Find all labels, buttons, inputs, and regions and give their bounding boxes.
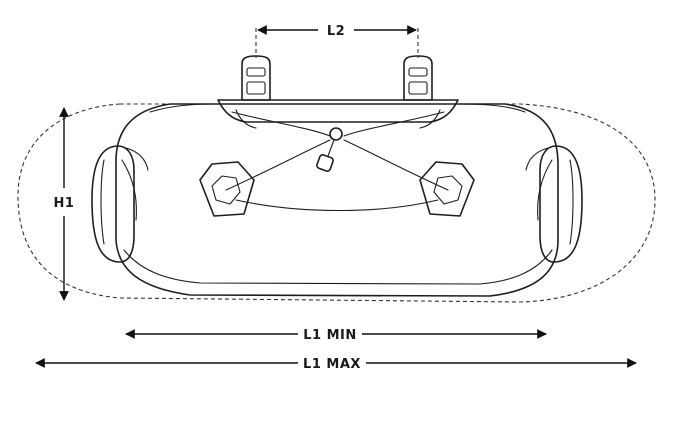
- l1-max-dimension: L1 MAX: [35, 357, 637, 372]
- h1-dimension: H1: [54, 107, 75, 301]
- l2-label: L2: [327, 24, 345, 39]
- top-mount-plate: [217, 99, 459, 123]
- cord-lock-toggle: [316, 139, 335, 172]
- l1-min-dimension: L1 MIN: [125, 328, 547, 343]
- h1-label: H1: [54, 196, 75, 211]
- max-extension-outline: [17, 103, 656, 303]
- l2-dimension: L2: [255, 24, 419, 58]
- left-buckle: [241, 55, 271, 101]
- right-buckle: [403, 55, 433, 101]
- bungee-cords: [225, 109, 449, 212]
- l1-min-label: L1 MIN: [303, 328, 357, 343]
- right-roll-end: [539, 145, 583, 263]
- left-roll-end: [91, 145, 135, 263]
- right-bungee-anchor: [419, 161, 475, 217]
- left-bungee-anchor: [199, 161, 255, 217]
- bag-body: [115, 103, 559, 297]
- l1-max-label: L1 MAX: [303, 357, 361, 372]
